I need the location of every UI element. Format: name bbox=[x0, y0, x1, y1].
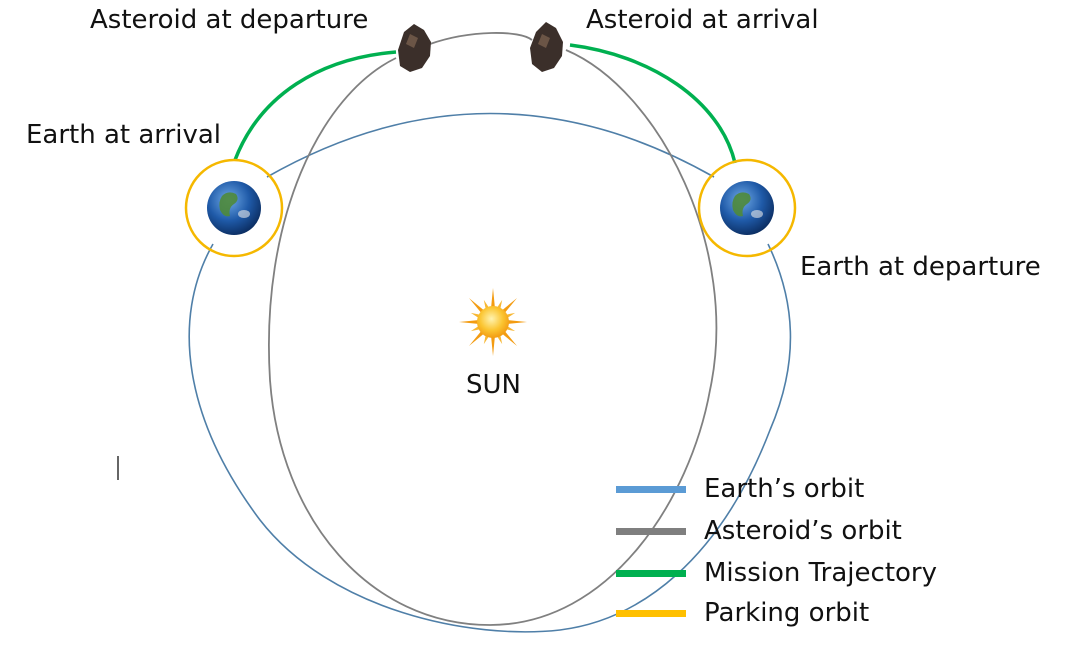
sun-icon bbox=[459, 288, 527, 356]
asteroid-arrival-icon bbox=[530, 22, 563, 72]
label-sun: SUN bbox=[466, 370, 521, 400]
sun-core bbox=[477, 306, 509, 338]
label-earth-departure: Earth at departure bbox=[800, 252, 1041, 282]
label-earth-arrival: Earth at arrival bbox=[26, 120, 221, 150]
asteroid-departure-icon bbox=[398, 24, 431, 72]
label-asteroid-departure: Asteroid at departure bbox=[90, 5, 369, 35]
sun-ray bbox=[459, 320, 480, 324]
mission-trajectory-departure bbox=[569, 43, 737, 164]
earth-orbit-top bbox=[266, 112, 715, 178]
earth-orbit-main bbox=[188, 243, 792, 633]
legend-swatch-mission-trajectory bbox=[616, 570, 686, 577]
legend-label-asteroid-orbit: Asteroid’s orbit bbox=[704, 516, 902, 546]
legend-label-parking-orbit: Parking orbit bbox=[704, 598, 870, 628]
earth-departure-icon bbox=[697, 158, 797, 258]
legend-label-mission-trajectory: Mission Trajectory bbox=[704, 558, 937, 588]
sun-ray bbox=[468, 297, 485, 314]
asteroid-orbit bbox=[268, 32, 718, 626]
legend-swatch-asteroid-orbit bbox=[616, 528, 686, 535]
sun-ray bbox=[506, 320, 527, 324]
sun-ray bbox=[491, 335, 495, 356]
sun-ray bbox=[501, 330, 518, 347]
label-asteroid-arrival: Asteroid at arrival bbox=[586, 5, 819, 35]
legend-label-earth-orbit: Earth’s orbit bbox=[704, 474, 865, 504]
earth-arrival-icon bbox=[184, 158, 284, 258]
mission-trajectory-arrival bbox=[233, 50, 397, 161]
legend-swatch-earth-orbit bbox=[616, 486, 686, 493]
sun-ray bbox=[491, 288, 495, 309]
sun-ray bbox=[501, 297, 518, 314]
legend-swatch-parking-orbit bbox=[616, 610, 686, 617]
sun-ray bbox=[468, 330, 485, 347]
